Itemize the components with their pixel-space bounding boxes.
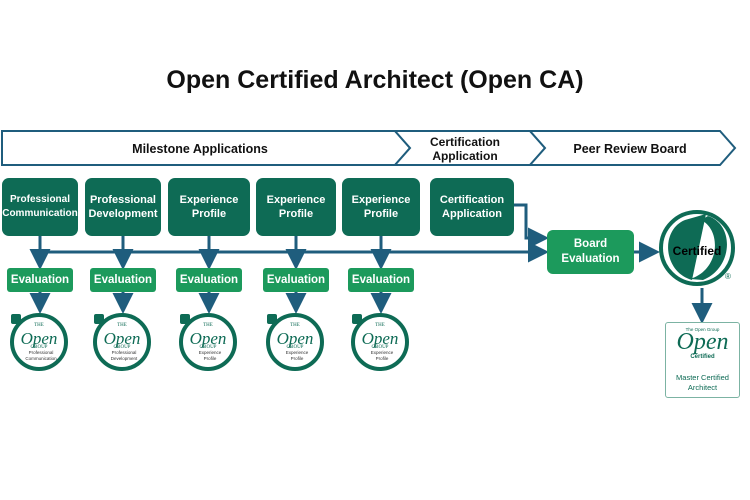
arrow-certapp-board xyxy=(514,203,549,249)
clipboard-icon xyxy=(11,314,21,324)
badge-experience-profile-1: THE Open GROUP Experience Profile xyxy=(179,313,237,371)
application-experience-profile-2: Experience Profile xyxy=(256,178,336,236)
evaluation-5: Evaluation xyxy=(348,268,414,292)
application-professional-development: Professional Development xyxy=(85,178,161,236)
clipboard-icon xyxy=(352,314,362,324)
application-experience-profile-3: Experience Profile xyxy=(342,178,420,236)
registered-mark-icon: ® xyxy=(725,272,731,281)
badge-professional-communication: THE Open GROUP Professional Communicatio… xyxy=(10,313,68,371)
stage-chevron-review xyxy=(527,130,737,166)
master-brand: The Open Group xyxy=(685,327,720,332)
evaluation-2: Evaluation xyxy=(90,268,156,292)
badge-professional-development: THE Open GROUP Professional Development xyxy=(93,313,151,371)
master-label: Master Certified Architect xyxy=(676,373,729,392)
badge-experience-profile-3: THE Open GROUP Experience Profile xyxy=(351,313,409,371)
master-certified-architect-card: The Open Group Open Certified Master Cer… xyxy=(665,322,740,398)
stage-milestone-applications: Milestone Applications xyxy=(132,142,268,156)
evaluation-3: Evaluation xyxy=(176,268,242,292)
evaluation-4: Evaluation xyxy=(263,268,329,292)
evaluation-1: Evaluation xyxy=(7,268,73,292)
application-professional-communication: Professional Communication xyxy=(2,178,78,236)
board-evaluation: Board Evaluation xyxy=(547,230,634,274)
application-certification: Certification Application xyxy=(430,178,514,236)
master-open-logo: Open xyxy=(676,329,729,355)
badge-experience-profile-2: THE Open GROUP Experience Profile xyxy=(266,313,324,371)
stage-peer-review-board: Peer Review Board xyxy=(573,142,687,156)
clipboard-icon xyxy=(94,314,104,324)
stage-certification-application: Certification Application xyxy=(429,135,500,163)
clipboard-icon xyxy=(180,314,190,324)
master-certified-word: Certified xyxy=(690,354,715,360)
certified-label: Certified xyxy=(672,244,722,258)
diagram-title: Open Certified Architect (Open CA) xyxy=(166,66,584,94)
application-experience-profile-1: Experience Profile xyxy=(168,178,250,236)
clipboard-icon xyxy=(267,314,277,324)
